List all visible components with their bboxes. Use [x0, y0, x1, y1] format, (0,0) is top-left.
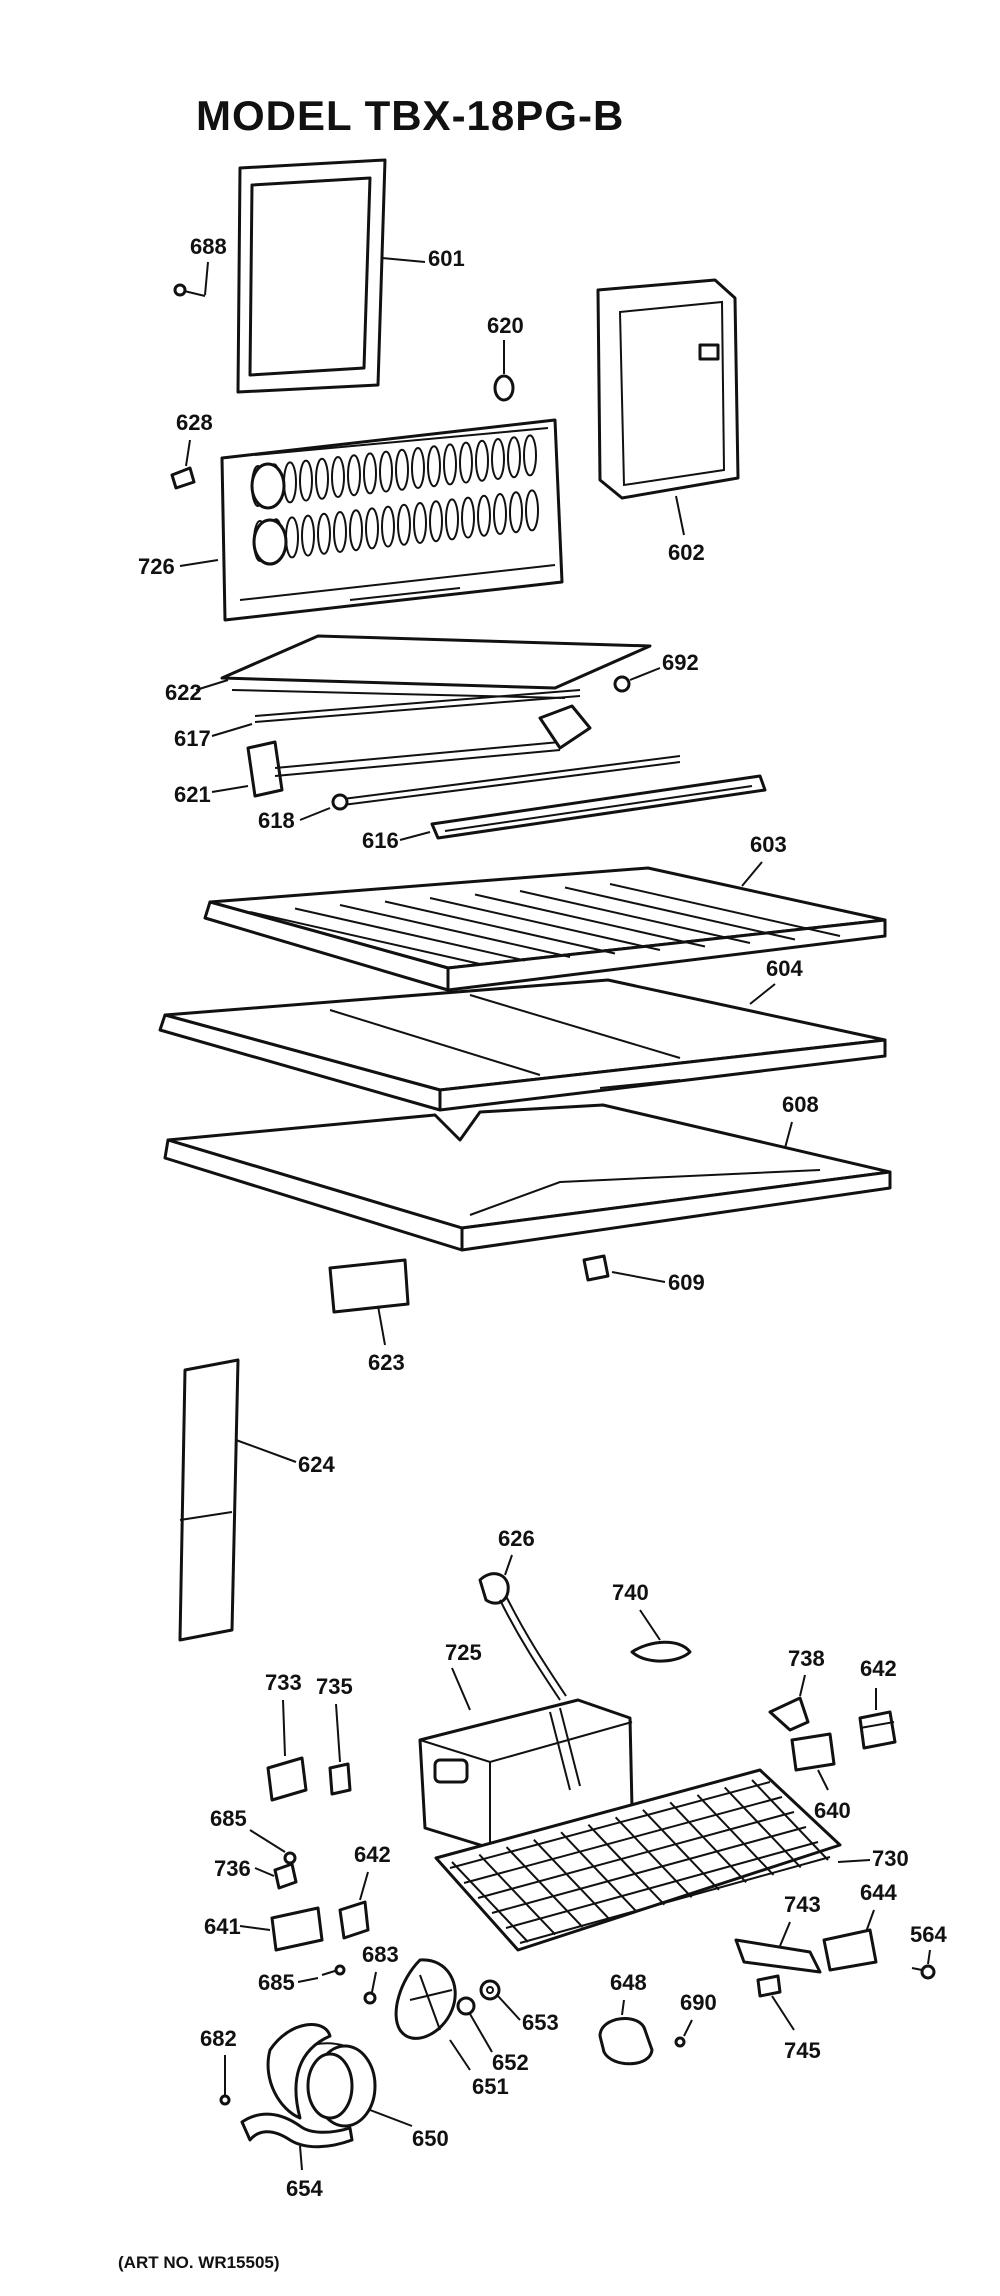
part-616-strip — [430, 774, 767, 840]
part-564-nut — [911, 1964, 936, 1980]
part-740-strap — [630, 1640, 692, 1663]
label-735: 735 — [316, 1674, 353, 1699]
label-648: 648 — [610, 1970, 647, 1995]
label-745: 745 — [784, 2038, 821, 2063]
part-650-motor — [287, 2042, 377, 2128]
part-609-clip — [582, 1254, 610, 1282]
part-642-relay — [858, 1710, 897, 1750]
label-738: 738 — [788, 1646, 825, 1671]
part-653-washer — [479, 1979, 501, 2001]
part-642-overload — [338, 1900, 370, 1940]
label-740: 740 — [612, 1580, 649, 1605]
label-601: 601 — [428, 246, 465, 271]
part-683-screw — [363, 1991, 377, 2005]
label-608: 608 — [782, 1092, 819, 1117]
part-685-screw — [283, 1851, 297, 1865]
label-616: 616 — [362, 828, 399, 853]
label-642-lower: 642 — [354, 1842, 391, 1867]
label-730: 730 — [872, 1846, 909, 1871]
label-641: 641 — [204, 1914, 241, 1939]
part-628-bumper — [170, 466, 196, 490]
part-621-bracket — [246, 704, 592, 798]
part-604-shelf — [158, 978, 887, 1112]
label-623: 623 — [368, 1350, 405, 1375]
label-626: 626 — [498, 1526, 535, 1551]
part-648-bulb — [598, 2017, 654, 2066]
part-603-shelf — [203, 866, 887, 992]
part-623-plate — [328, 1258, 410, 1314]
label-683: 683 — [362, 1942, 399, 1967]
label-564: 564 — [910, 1922, 947, 1947]
part-602-cover — [596, 278, 740, 500]
part-652-washer — [456, 1996, 476, 2016]
part-726-evaporator — [220, 418, 564, 622]
label-628: 628 — [176, 410, 213, 435]
label-733: 733 — [265, 1670, 302, 1695]
part-736-clip — [273, 1862, 298, 1890]
part-685-screw-lower — [321, 1964, 346, 1976]
part-626-cord — [478, 1572, 567, 1701]
label-642-top: 642 — [860, 1656, 897, 1681]
part-622-tray — [220, 634, 652, 699]
label-604: 604 — [766, 956, 803, 981]
label-743: 743 — [784, 1892, 821, 1917]
label-602: 602 — [668, 540, 705, 565]
part-735-clip — [328, 1762, 352, 1796]
part-738-bracket — [768, 1696, 810, 1732]
part-624-panel — [178, 1358, 240, 1642]
part-733-clip — [266, 1756, 308, 1802]
label-725: 725 — [445, 1640, 482, 1665]
label-682: 682 — [200, 2026, 237, 2051]
part-743-bracket — [734, 1938, 822, 1974]
label-736: 736 — [214, 1856, 251, 1881]
label-650: 650 — [412, 2126, 449, 2151]
part-682-screw — [219, 2082, 231, 2106]
part-745-clip — [756, 1974, 782, 1998]
label-688: 688 — [190, 234, 227, 259]
label-654: 654 — [286, 2176, 323, 2201]
part-601-frame — [236, 158, 387, 394]
label-690: 690 — [680, 1990, 717, 2015]
label-652: 652 — [492, 2050, 529, 2075]
label-653: 653 — [522, 2010, 559, 2035]
part-644-bracket — [822, 1928, 878, 1972]
part-690-screw — [674, 2036, 686, 2048]
label-620: 620 — [487, 313, 524, 338]
label-692: 692 — [662, 650, 699, 675]
part-654-bracket — [240, 2112, 354, 2149]
part-730-condenser — [434, 1768, 842, 1952]
part-688-screw — [173, 283, 206, 297]
part-fan-shroud — [266, 2023, 332, 2120]
label-726: 726 — [138, 554, 175, 579]
part-618-bar — [331, 755, 681, 811]
label-603: 603 — [750, 832, 787, 857]
label-617: 617 — [174, 726, 211, 751]
label-622: 622 — [165, 680, 202, 705]
label-609: 609 — [668, 1270, 705, 1295]
art-number: (ART NO. WR15505) — [118, 2253, 280, 2272]
part-608-tray — [163, 1103, 892, 1252]
diagram-title: MODEL TBX-18PG-B — [196, 92, 624, 139]
label-621: 621 — [174, 782, 211, 807]
label-618: 618 — [258, 808, 295, 833]
part-620-clip — [493, 374, 515, 402]
label-651: 651 — [472, 2074, 509, 2099]
label-685-top: 685 — [210, 1806, 247, 1831]
part-641-cover — [270, 1906, 324, 1952]
part-651-fan-blade — [394, 1958, 457, 2040]
label-624: 624 — [298, 1452, 335, 1477]
part-692-nut — [613, 675, 631, 693]
part-640-mount — [790, 1732, 836, 1772]
label-644: 644 — [860, 1880, 897, 1905]
label-640: 640 — [814, 1798, 851, 1823]
part-617-rod — [254, 689, 581, 723]
label-685-lower: 685 — [258, 1970, 295, 1995]
